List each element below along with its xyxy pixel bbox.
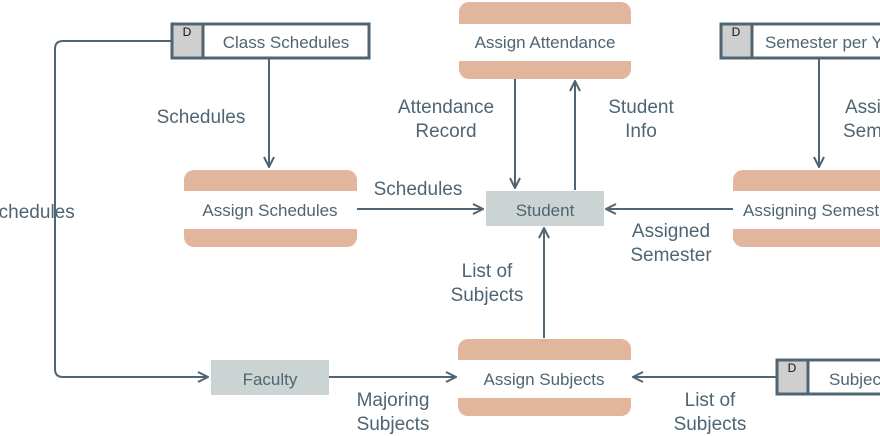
label-assigned-semester-store-line2: Semester (843, 121, 880, 142)
label-list-of-subjects-up-line2: Subjects (451, 285, 524, 306)
label-schedules-from-store: Schedules (157, 107, 246, 128)
label-majoring-subjects-line1: Majoring (357, 390, 430, 411)
label-assigned-semester-store-line1: Assigned (845, 97, 880, 118)
entity-student-label: Student (516, 201, 575, 220)
store-class-schedules-id: D (183, 25, 192, 39)
process-assign-schedules: Assign Schedules (184, 170, 357, 247)
store-subjects-label: Subjects (829, 370, 880, 389)
flow-class-schedules-to-faculty (54, 40, 208, 377)
label-attendance-record-line2: Record (415, 121, 476, 142)
label-schedules-to-student: Schedules (374, 179, 463, 200)
label-student-info-line1: Student (608, 97, 674, 118)
label-list-of-subjects-up-line1: List of (462, 261, 513, 282)
store-subjects-id: D (788, 361, 797, 375)
label-list-of-subjects-store-line1: List of (685, 390, 736, 411)
store-subjects: D Subjects (775, 358, 880, 396)
entity-faculty: Faculty (211, 360, 329, 395)
store-semester-per-year-id: D (732, 25, 741, 39)
store-semester-per-year-label: Semester per Year (765, 33, 880, 52)
label-list-of-subjects-store-line2: Subjects (674, 414, 747, 435)
process-assign-attendance-label: Assign Attendance (475, 33, 616, 52)
label-schedules-left: Schedules (0, 202, 75, 223)
process-assign-attendance: Assign Attendance (459, 2, 631, 79)
label-assigned-semester-line1: Assigned (632, 221, 710, 242)
store-class-schedules-label: Class Schedules (223, 33, 350, 52)
label-attendance-record-line1: Attendance (398, 97, 494, 118)
process-assign-schedules-label: Assign Schedules (202, 201, 337, 220)
store-class-schedules: D Class Schedules (170, 22, 371, 60)
label-student-info-line2: Info (625, 121, 657, 142)
store-semester-per-year: D Semester per Year (719, 22, 880, 60)
process-assign-subjects-label: Assign Subjects (484, 370, 605, 389)
label-majoring-subjects-line2: Subjects (357, 414, 430, 435)
entity-faculty-label: Faculty (243, 370, 298, 389)
process-assigning-semester: Assigning Semester (733, 170, 880, 247)
process-assign-subjects: Assign Subjects (458, 339, 631, 416)
label-assigned-semester-line2: Semester (630, 245, 712, 266)
process-assigning-semester-label: Assigning Semester (743, 201, 880, 220)
entity-student: Student (486, 191, 604, 226)
